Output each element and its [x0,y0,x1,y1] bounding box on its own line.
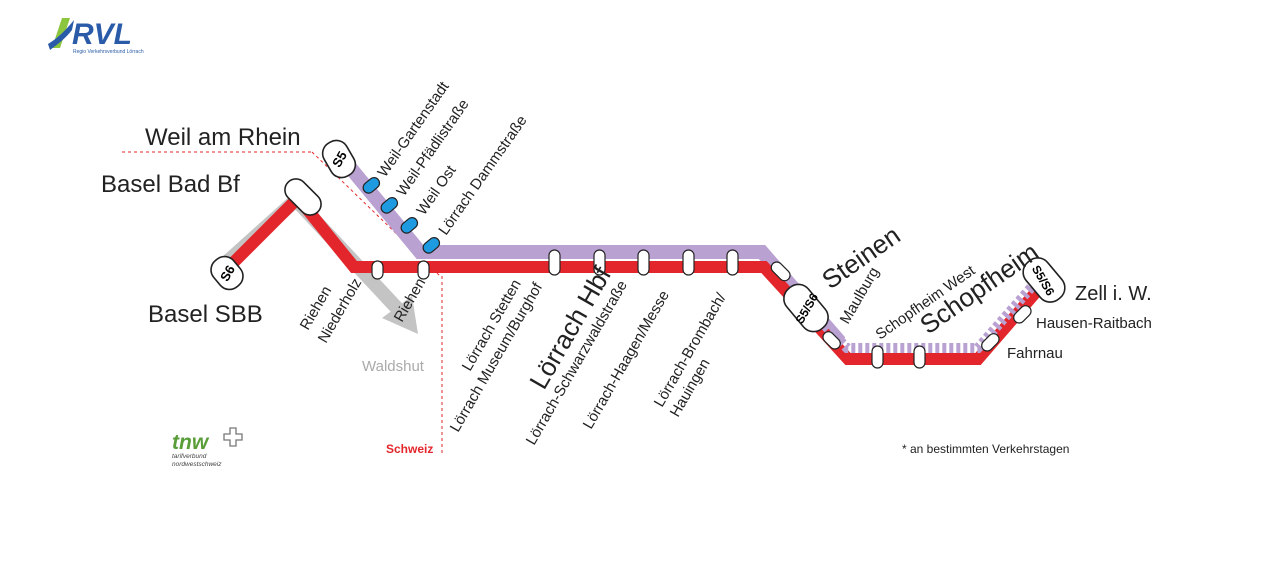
main-stops [371,249,1033,369]
stop-hausen-raitbach[interactable] [1011,303,1033,325]
stop-schopfheim[interactable] [913,345,926,369]
s5-s6-badge-zell: S5/S6 [1022,257,1066,303]
stop-loerrach-schwarzwald[interactable] [682,249,695,276]
svg-text:S5: S5 [329,149,350,170]
weil-stops [361,175,442,255]
stop-loerrach-stetten[interactable] [548,249,561,276]
stop-weil-gartenstadt[interactable] [361,175,382,195]
stop-schopfheim-west[interactable] [871,345,884,369]
stop-fahrnau[interactable] [979,331,1001,353]
label-schweiz: Schweiz [386,442,433,456]
stop-loerrach-hbf[interactable] [637,249,650,276]
tnw-logo: tnw tarifverbund nordwestschweiz [172,427,243,468]
stop-maulburg[interactable] [821,329,843,351]
stop-loerrach-dammstrasse[interactable] [421,235,442,255]
label-hausen-raitbach: Hausen-Raitbach [1036,315,1152,332]
stop-riehen-niederholz[interactable] [371,260,384,280]
rvl-logo: RVL Regio Verkehrsverbund Lörrach [48,18,144,55]
stop-riehen[interactable] [417,260,430,280]
tnw-logo-subtitle-2: nordwestschweiz [172,461,222,468]
stop-weil-pfaedlistrasse[interactable] [379,195,400,215]
s6-badge: S6 [210,255,244,291]
stop-loerrach-haagen[interactable] [726,249,739,276]
label-waldshut: Waldshut [362,358,425,375]
stop-loerrach-museum[interactable] [593,249,606,276]
label-fahrnau: Fahrnau [1007,345,1063,362]
label-zell: Zell i. W. [1075,283,1152,305]
s5-dashed-line [802,270,1047,353]
s5-s6-badge-steinen: S5/S6 [783,283,829,333]
tnw-logo-subtitle-1: tarifverbund [172,453,207,460]
rvl-logo-subtitle: Regio Verkehrsverbund Lörrach [73,49,144,55]
stop-weil-ost[interactable] [399,215,420,235]
label-weil-am-rhein: Weil am Rhein [145,124,301,151]
stop-loerrach-brombach[interactable] [769,260,792,283]
label-basel-sbb: Basel SBB [148,301,263,328]
footnote: * an bestimmten Verkehrstagen [902,442,1069,456]
label-basel-bad-bf: Basel Bad Bf [101,171,240,198]
basel-bad-bf-stop[interactable] [280,174,325,219]
tnw-logo-text: tnw [172,431,210,454]
rvl-logo-text: RVL [72,18,132,51]
s5-badge: S5 [321,139,357,179]
svg-text:S6: S6 [217,263,238,284]
